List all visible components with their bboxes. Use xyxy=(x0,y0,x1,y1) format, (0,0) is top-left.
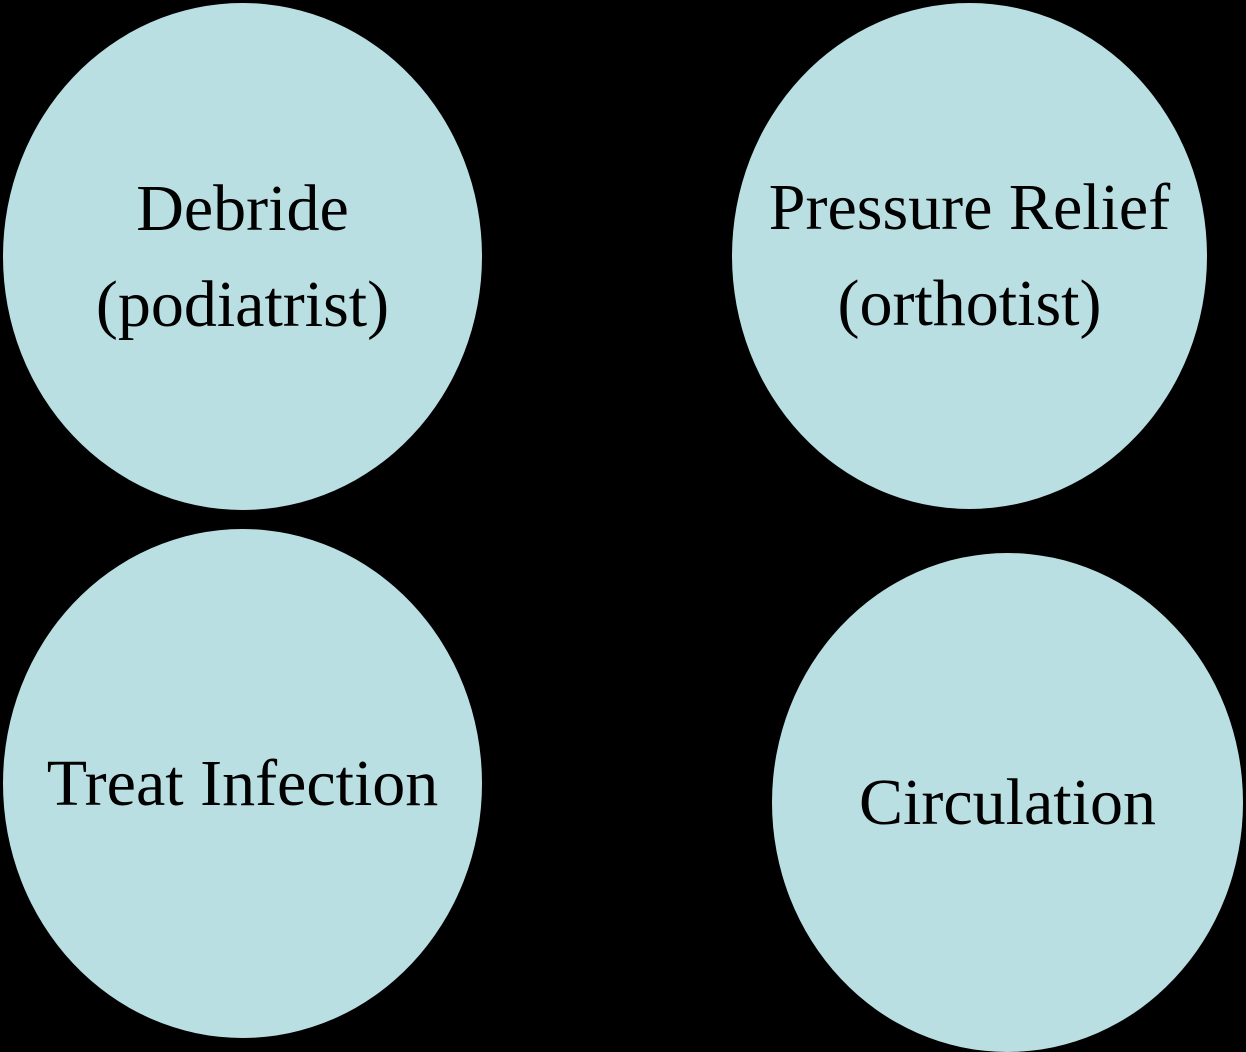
node-treat-infection: Treat Infection xyxy=(3,529,482,1038)
node-debride-line1: Debride xyxy=(136,171,349,245)
node-pressure-relief-line2: (orthotist) xyxy=(837,267,1102,340)
node-treat-infection-label: Treat Infection xyxy=(47,736,439,832)
node-debride-label: Debride (podiatrist) xyxy=(96,161,389,352)
node-circulation-line1: Circulation xyxy=(859,765,1156,839)
node-circulation: Circulation xyxy=(772,553,1243,1052)
node-treat-infection-line1: Treat Infection xyxy=(46,746,439,820)
node-debride-line2: (podiatrist) xyxy=(95,267,390,341)
node-circulation-label: Circulation xyxy=(859,755,1156,851)
node-pressure-relief-label: Pressure Relief (orthotist) xyxy=(769,160,1170,351)
node-debride: Debride (podiatrist) xyxy=(3,3,482,510)
node-pressure-relief: Pressure Relief (orthotist) xyxy=(732,3,1207,509)
node-pressure-relief-line1: Pressure Relief xyxy=(768,171,1171,245)
